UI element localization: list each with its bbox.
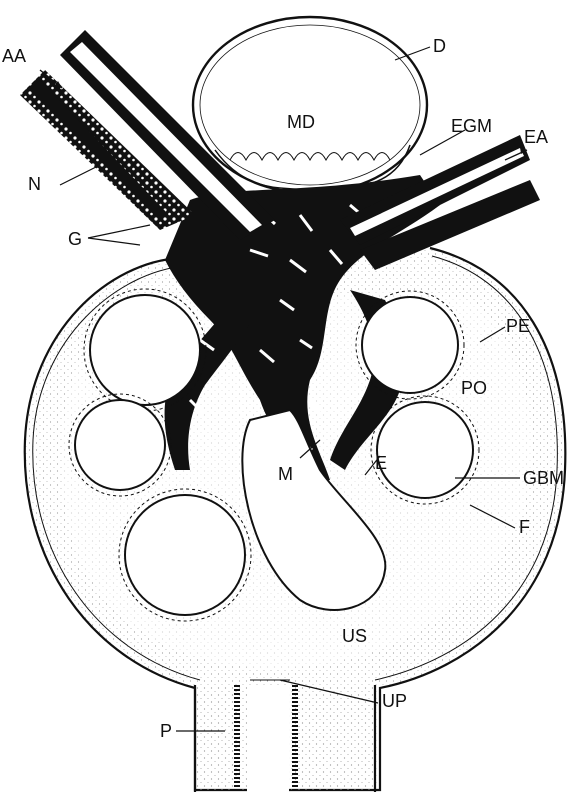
label-g: G <box>68 229 82 249</box>
label-p: P <box>160 721 172 741</box>
label-e: E <box>375 453 387 473</box>
distal-tubule-macula-densa <box>193 17 427 193</box>
label-po: PO <box>461 378 487 398</box>
label-md: MD <box>287 112 315 132</box>
label-n: N <box>28 174 41 194</box>
label-egm: EGM <box>451 116 492 136</box>
label-aa: AA <box>2 46 26 66</box>
label-m: M <box>278 464 293 484</box>
label-gbm: GBM <box>523 468 564 488</box>
label-us: US <box>342 626 367 646</box>
label-up: UP <box>382 691 407 711</box>
label-pe: PE <box>506 316 530 336</box>
label-ea: EA <box>524 127 548 147</box>
label-f: F <box>519 517 530 537</box>
label-d: D <box>433 36 446 56</box>
proximal-tubule <box>195 680 375 792</box>
